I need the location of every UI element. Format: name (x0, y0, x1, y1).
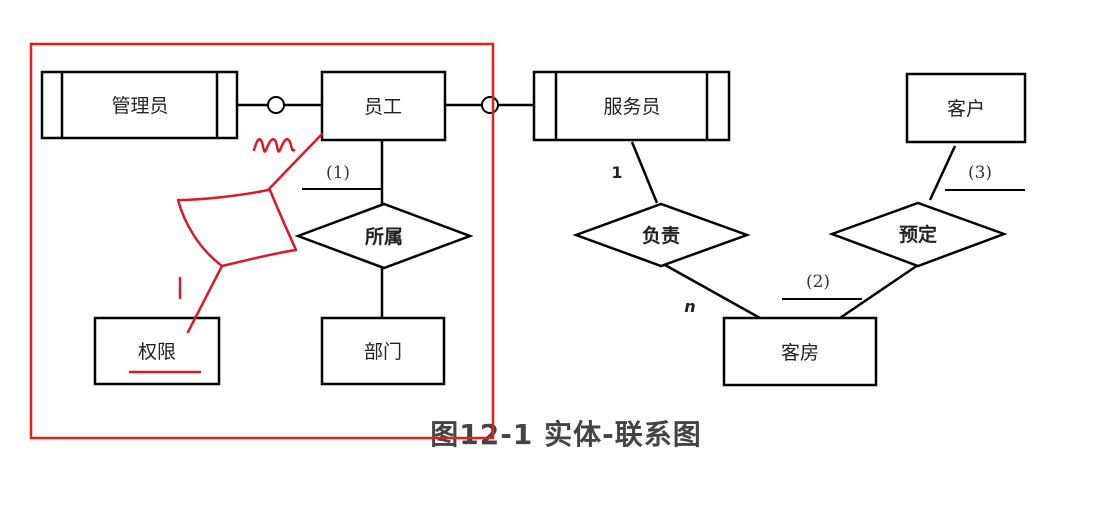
entity-permission: 权限 (93, 316, 221, 386)
entity-admin: 管理员 (40, 70, 239, 140)
line-reserve-room (839, 263, 919, 320)
highlight-box (29, 42, 495, 440)
connector-circle-server (481, 96, 499, 114)
figure-caption: 图12-1 实体-联系图 (430, 418, 701, 451)
line-responsible-room (664, 263, 761, 320)
entity-room-label: 客房 (781, 342, 819, 364)
entity-server: 服务员 (532, 70, 731, 142)
entity-server-label: 服务员 (603, 96, 660, 118)
entity-employee-label: 员工 (364, 96, 402, 118)
line-customer-reserve (928, 145, 957, 201)
entity-department-label: 部门 (364, 341, 402, 363)
entity-admin-label: 管理员 (111, 95, 168, 117)
relationship-reserve: 预定 (828, 201, 1008, 268)
entity-employee: 员工 (320, 70, 447, 142)
entity-permission-label: 权限 (138, 341, 176, 363)
relationship-belongs: 所属 (294, 202, 474, 270)
placeholder-underlines (302, 188, 1025, 300)
entity-room: 客房 (722, 316, 878, 387)
pen-scribble-m (252, 138, 296, 153)
relationship-reserve-label: 预定 (899, 223, 937, 246)
relationship-responsible: 负责 (572, 202, 751, 268)
cardinality-many: n (684, 297, 695, 316)
line-server-responsible (630, 141, 659, 204)
placeholder-1: (1) (326, 163, 350, 183)
entity-customer-label: 客户 (947, 98, 985, 120)
placeholder-3: (3) (968, 163, 992, 183)
relationship-belongs-label: 所属 (365, 226, 403, 248)
entity-department: 部门 (320, 316, 446, 386)
entity-customer: 客户 (905, 72, 1027, 144)
cardinality-one: 1 (611, 163, 622, 182)
pen-line-employee (266, 132, 324, 192)
pen-annotation (128, 132, 324, 374)
pen-diamond-shape (176, 188, 298, 268)
placeholder-2: (2) (806, 272, 830, 292)
relationship-responsible-label: 负责 (642, 224, 680, 247)
pen-line-permission (186, 264, 224, 334)
connector-circle-admin (267, 96, 285, 114)
connection-lines (237, 103, 957, 320)
